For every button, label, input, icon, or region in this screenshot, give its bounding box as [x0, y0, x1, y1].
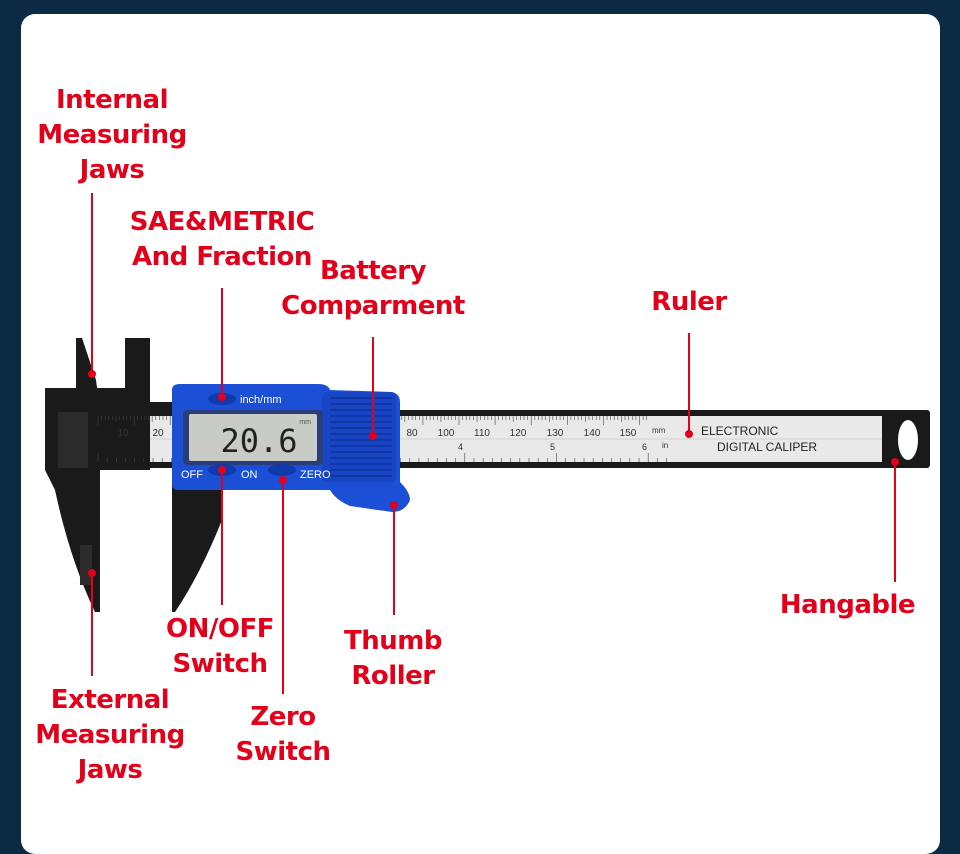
callout-battery: Battery Comparment: [281, 256, 465, 321]
mm-tick-label: 110: [474, 428, 490, 439]
mm-tick-label: 20: [152, 428, 164, 439]
callout-sae-metric: SAE&METRIC And Fraction: [129, 207, 315, 272]
mm-tick-label: 140: [584, 428, 601, 439]
unit-button-label: inch/mm: [240, 394, 282, 406]
caliper-illustration: 20.6 mm inch/mm OFF ON ZERO 10 20 80 100 110…: [45, 193, 930, 694]
mm-tick-label: 150: [620, 428, 637, 439]
off-label: OFF: [181, 469, 203, 481]
hang-hole: [898, 420, 918, 460]
svg-text:mm: mm: [299, 419, 311, 426]
in-unit-label: in: [662, 441, 668, 450]
zero-label: ZERO: [300, 469, 331, 481]
mm-tick-label: 120: [510, 428, 527, 439]
battery-cover: [322, 392, 396, 482]
mm-tick-label: 130: [547, 428, 564, 439]
sliding-outer-jaw: [172, 462, 222, 612]
mm-unit-label: mm: [652, 426, 666, 435]
caliper-diagram: 20.6 mm inch/mm OFF ON ZERO 10 20 80 100 110…: [21, 14, 940, 854]
callout-zero: Zero Switch: [235, 702, 331, 767]
on-label: ON: [241, 469, 258, 481]
brand-line-1: ELECTRONIC: [701, 424, 779, 438]
mm-tick-label: 10: [117, 428, 129, 439]
callout-thumb: Thumb Roller: [344, 626, 442, 691]
mm-tick-label: 80: [406, 428, 418, 439]
inch-tick-label: 4: [458, 442, 463, 452]
mm-tick-label: 100: [438, 428, 455, 439]
callout-hangable: Hangable: [779, 590, 916, 620]
inch-tick-label: 6: [642, 442, 647, 452]
lcd-reading: 20.6: [220, 422, 297, 460]
leader-lines: [88, 193, 899, 694]
sliding-inner-jaw: [125, 338, 178, 412]
callout-onoff: ON/OFF Switch: [166, 614, 274, 679]
callout-ruler: Ruler: [651, 287, 727, 317]
brand-line-2: DIGITAL CALIPER: [717, 440, 817, 454]
callout-internal-jaws: Internal Measuring Jaws: [37, 85, 187, 185]
inch-tick-label: 5: [550, 442, 555, 452]
zero-button[interactable]: [268, 464, 296, 476]
callout-external-jaws: External Measuring Jaws: [35, 685, 185, 785]
ruler-scale: 10 20 80 100 110 120 130 140 150 4 5 6: [97, 416, 667, 462]
lcd-screen: [189, 414, 317, 461]
